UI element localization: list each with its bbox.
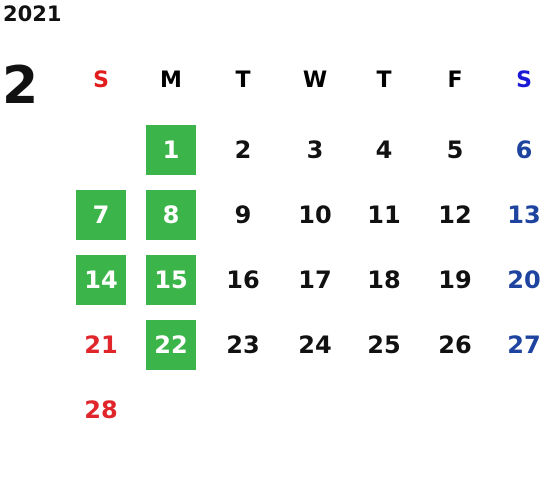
day-cell[interactable]: 23	[226, 331, 260, 359]
day-cell[interactable]: 19	[438, 266, 472, 294]
day-cell[interactable]: 27	[507, 331, 541, 359]
day-cell-highlighted[interactable]: 7	[76, 190, 126, 240]
weekday-friday: F	[447, 68, 463, 93]
day-cell[interactable]: 26	[438, 331, 472, 359]
day-cell[interactable]: 3	[306, 136, 324, 164]
day-cell[interactable]: 21	[84, 331, 118, 359]
weekday-saturday: S	[516, 68, 532, 93]
day-cell[interactable]: 9	[234, 201, 252, 229]
weekday-tuesday: T	[235, 68, 251, 93]
day-cell-highlighted[interactable]: 8	[146, 190, 196, 240]
day-cell[interactable]: 4	[375, 136, 393, 164]
day-cell[interactable]: 10	[298, 201, 332, 229]
weekday-wednesday: W	[302, 68, 328, 93]
day-cell[interactable]: 28	[84, 396, 118, 424]
year-label: 2021	[3, 2, 62, 26]
day-cell[interactable]: 6	[515, 136, 533, 164]
weekday-monday: M	[160, 68, 182, 93]
weekday-sunday: S	[93, 68, 109, 93]
day-cell-highlighted[interactable]: 15	[146, 255, 196, 305]
day-cell[interactable]: 25	[367, 331, 401, 359]
day-cell-highlighted[interactable]: 14	[76, 255, 126, 305]
day-cell[interactable]: 20	[507, 266, 541, 294]
day-cell[interactable]: 2	[234, 136, 252, 164]
day-cell[interactable]: 17	[298, 266, 332, 294]
month-number: 2	[2, 56, 39, 116]
day-cell[interactable]: 5	[446, 136, 464, 164]
day-cell[interactable]: 12	[438, 201, 472, 229]
day-cell[interactable]: 24	[298, 331, 332, 359]
day-cell[interactable]: 11	[367, 201, 401, 229]
day-cell[interactable]: 16	[226, 266, 260, 294]
day-cell[interactable]: 13	[507, 201, 541, 229]
weekday-thursday: T	[376, 68, 392, 93]
day-cell-highlighted[interactable]: 1	[146, 125, 196, 175]
day-cell[interactable]: 18	[367, 266, 401, 294]
day-cell-highlighted[interactable]: 22	[146, 320, 196, 370]
